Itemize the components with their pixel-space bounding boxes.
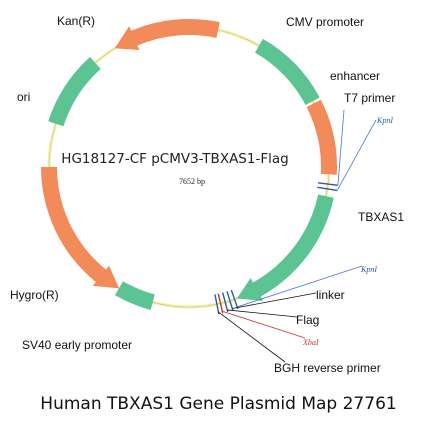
label-hygro: Hygro(R) [10, 288, 59, 302]
label-xbai: XbaI [302, 338, 319, 347]
t7-primer-tick [317, 182, 338, 186]
feature-kan-r-arc [114, 19, 220, 51]
feature-ori-arc [48, 57, 101, 127]
feature-enhancer-arc [306, 99, 337, 175]
label-kpni-bottom: KpnI [360, 265, 377, 274]
xbai-tick [217, 293, 224, 314]
plasmid-name: HG18127-CF pCMV3-TBXAS1-Flag [61, 151, 288, 167]
flag-leader-line [227, 309, 298, 318]
t7-leader-line [337, 109, 345, 186]
feature-arcs [41, 19, 337, 310]
linker-tick [226, 291, 234, 311]
site-markers [214, 109, 377, 363]
plasmid-map: HG18127-CF pCMV3-TBXAS1-Flag 7652 bp Kan… [10, 14, 404, 375]
kpni-bottom-tick [230, 289, 239, 310]
label-t7-primer: T7 primer [344, 91, 395, 105]
label-linker: linker [316, 288, 345, 302]
feature-hygro-r-arc [41, 167, 119, 289]
label-ori: ori [17, 90, 30, 104]
label-flag: Flag [296, 313, 319, 327]
feature-cmv-promoter-arc [255, 38, 320, 106]
kpni-top-leader-line [336, 119, 377, 191]
bgh-leader-line [218, 311, 286, 363]
kpni-bottom-leader-line [237, 265, 363, 308]
label-cmv-promoter: CMV promoter [286, 15, 364, 29]
xbai-leader-line [222, 310, 306, 339]
plasmid-size: 7652 bp [179, 177, 205, 186]
bgh-primer-tick [214, 294, 220, 315]
label-tbxas1: TBXAS1 [358, 210, 404, 224]
kpni-top-tick [317, 186, 338, 192]
figure-caption: Human TBXAS1 Gene Plasmid Map 27761 [40, 394, 397, 414]
label-bgh-primer: BGH reverse primer [274, 361, 381, 375]
label-kan: Kan(R) [57, 14, 95, 28]
feature-tbxas1-arc [236, 194, 334, 301]
label-sv40-promoter: SV40 early promoter [22, 338, 132, 352]
label-enhancer: enhancer [330, 69, 380, 83]
flag-tick [221, 292, 229, 313]
linker-leader-line [232, 292, 317, 309]
feature-sv40-early-promoter-arc [115, 281, 155, 310]
label-kpni-top: KpnI [376, 116, 393, 125]
